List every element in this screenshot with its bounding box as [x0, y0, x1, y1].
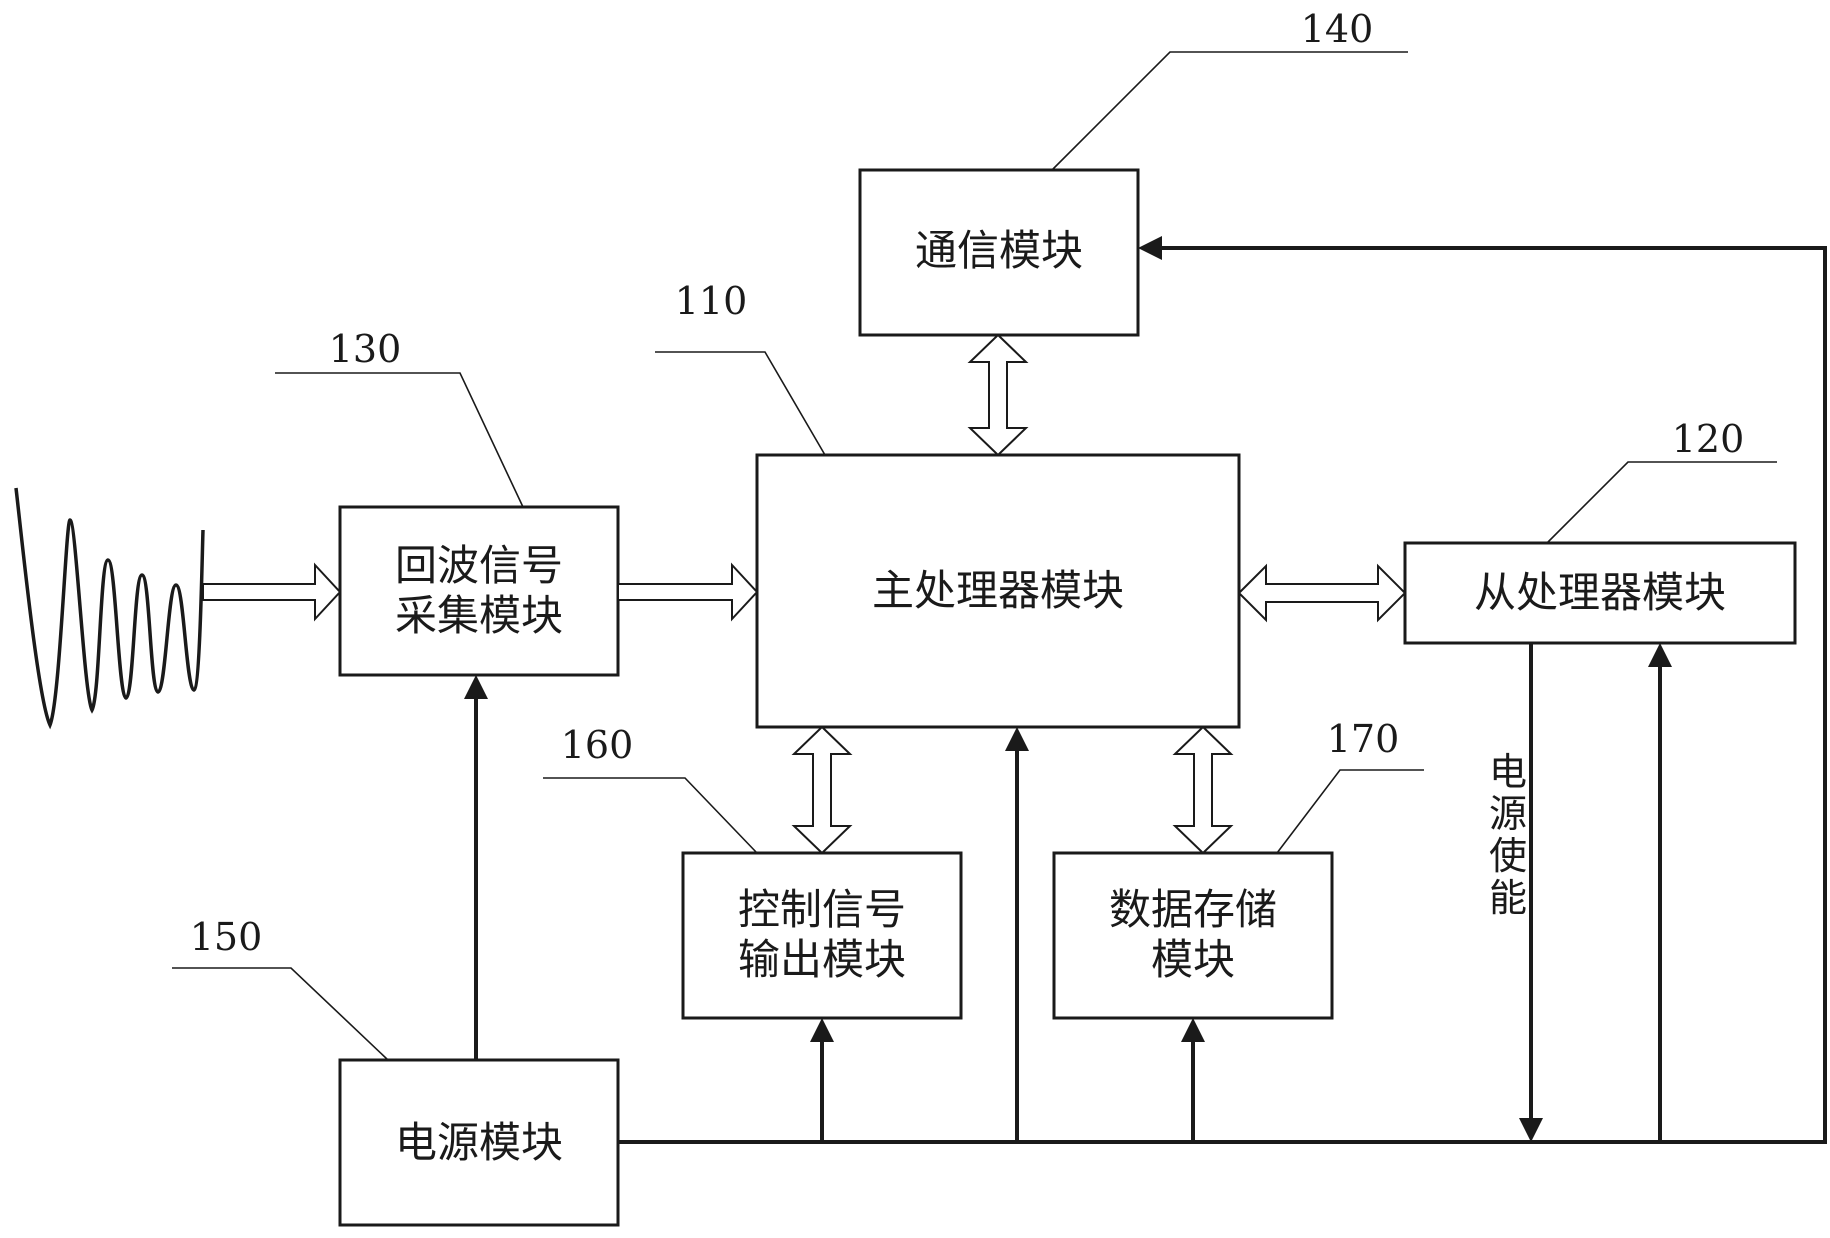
- main-storage-bidirectional-arrow: [1175, 727, 1231, 853]
- ref-110-label: 110: [675, 279, 748, 323]
- data-storage-label-line1: 数据存储: [1109, 885, 1277, 934]
- ref-170-label: 170: [1327, 717, 1400, 761]
- power-enable-char-4: 能: [1489, 876, 1527, 920]
- ref-120-label: 120: [1672, 417, 1745, 461]
- ref-120: 120: [1547, 417, 1777, 543]
- echo-acquisition-box: 回波信号 采集模块: [340, 507, 618, 675]
- bus-to-control-arrowhead: [810, 1018, 834, 1042]
- ref-160-label: 160: [561, 723, 634, 767]
- power-to-echo-arrowhead: [464, 675, 488, 699]
- slave-processor-box: 从处理器模块: [1405, 543, 1795, 643]
- bus-to-comm-arrowhead: [1138, 236, 1162, 260]
- power-enable-char-2: 源: [1489, 792, 1527, 836]
- main-processor-box: 主处理器模块: [757, 455, 1239, 727]
- data-storage-label-line2: 模块: [1151, 935, 1235, 984]
- bus-to-main-arrowhead: [1005, 727, 1029, 751]
- power-module-label: 电源模块: [395, 1118, 563, 1167]
- power-enable-char-1: 电: [1489, 750, 1527, 794]
- ref-150-label: 150: [190, 915, 263, 959]
- comm-module-label: 通信模块: [915, 226, 1083, 275]
- power-enable-char-3: 使: [1489, 834, 1527, 878]
- data-storage-box: 数据存储 模块: [1054, 853, 1332, 1018]
- power-module-box: 电源模块: [340, 1060, 618, 1225]
- echo-waveform-icon: [16, 488, 203, 725]
- main-slave-bidirectional-arrow: [1239, 566, 1405, 620]
- control-output-label-line2: 输出模块: [738, 935, 906, 984]
- echo-acquisition-label-line2: 采集模块: [395, 591, 563, 640]
- main-comm-bidirectional-arrow: [970, 335, 1026, 455]
- bus-to-storage-arrowhead: [1181, 1018, 1205, 1042]
- echo-to-main-arrow: [618, 565, 757, 619]
- power-enable-label: 电 源 使 能: [1489, 750, 1527, 920]
- ref-110: 110: [655, 279, 825, 455]
- main-processor-label: 主处理器模块: [872, 566, 1124, 615]
- bus-to-slave-arrowhead: [1648, 643, 1672, 667]
- power-enable-arrowhead: [1519, 1118, 1543, 1142]
- control-output-label-line1: 控制信号: [738, 885, 906, 934]
- ref-160: 160: [543, 723, 757, 853]
- ref-140-label: 140: [1301, 7, 1374, 51]
- slave-processor-label: 从处理器模块: [1474, 568, 1726, 617]
- ref-170: 170: [1277, 717, 1424, 853]
- wave-to-echo-arrow: [203, 565, 340, 619]
- main-control-bidirectional-arrow: [794, 727, 850, 853]
- comm-module-box: 通信模块: [860, 170, 1138, 335]
- echo-acquisition-label-line1: 回波信号: [395, 541, 563, 590]
- control-output-box: 控制信号 输出模块: [683, 853, 961, 1018]
- ref-130: 130: [275, 327, 523, 507]
- ref-130-label: 130: [329, 327, 402, 371]
- ref-140: 140: [1052, 7, 1408, 170]
- ref-150: 150: [172, 915, 388, 1060]
